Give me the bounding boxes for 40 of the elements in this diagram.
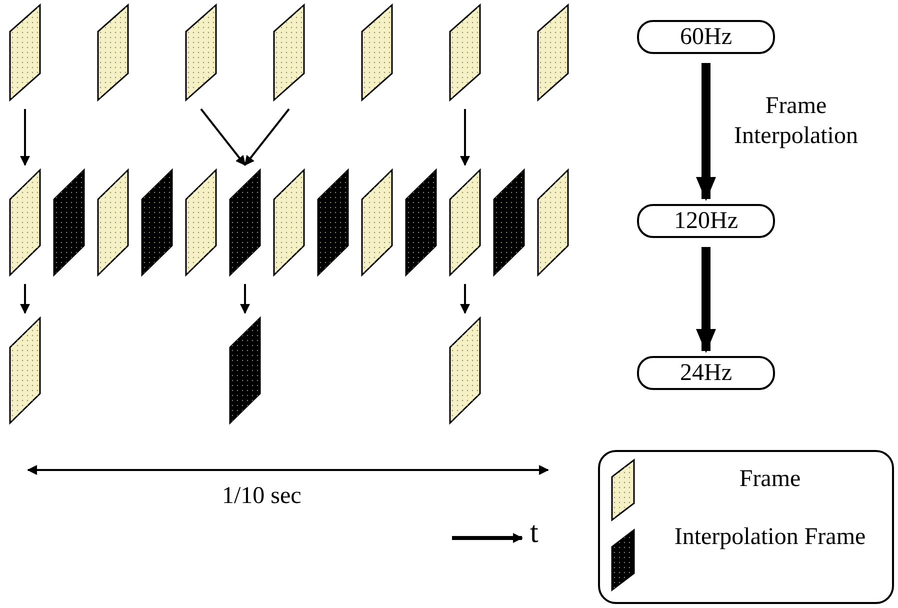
frame-shape	[230, 170, 260, 275]
frame-shape	[538, 5, 568, 100]
rate-label: 120Hz	[637, 204, 775, 238]
rate-label: 60Hz	[637, 20, 775, 54]
frame-shape	[318, 170, 348, 275]
frame-shape	[186, 170, 216, 275]
frame-shape	[142, 170, 172, 275]
arrow	[20, 109, 30, 166]
frame-shape	[406, 170, 436, 275]
arrow	[200, 108, 246, 166]
frame-shape	[10, 318, 40, 423]
axis-label: t	[530, 516, 538, 550]
frame-shape	[450, 318, 480, 423]
frame-shape	[10, 170, 40, 275]
legend-label: Frame	[738, 465, 802, 494]
arrow	[20, 284, 30, 314]
dimension-label: 1/10 sec	[222, 483, 302, 510]
frame-shape	[274, 170, 304, 275]
frame-shape	[362, 170, 392, 275]
arrow	[696, 63, 716, 201]
frame-shape	[98, 170, 128, 275]
legend-label: Interpolation Frame	[673, 523, 867, 552]
arrow	[696, 247, 716, 353]
edge-label: Frame Interpolation	[733, 92, 859, 151]
frame-shape	[10, 5, 40, 100]
frame-shape	[494, 170, 524, 275]
arrow	[460, 109, 470, 166]
frame-shape	[98, 5, 128, 100]
arrow	[460, 284, 470, 314]
frame-shape	[450, 5, 480, 100]
arrow	[244, 108, 290, 166]
arrow	[240, 284, 250, 314]
frame-shape	[230, 318, 260, 423]
frame-shape	[274, 5, 304, 100]
frame-shape	[450, 170, 480, 275]
rate-label: 24Hz	[637, 356, 775, 390]
frame-shape	[538, 170, 568, 275]
frame-shape	[186, 5, 216, 100]
frame-shape	[54, 170, 84, 275]
frame-shape	[362, 5, 392, 100]
